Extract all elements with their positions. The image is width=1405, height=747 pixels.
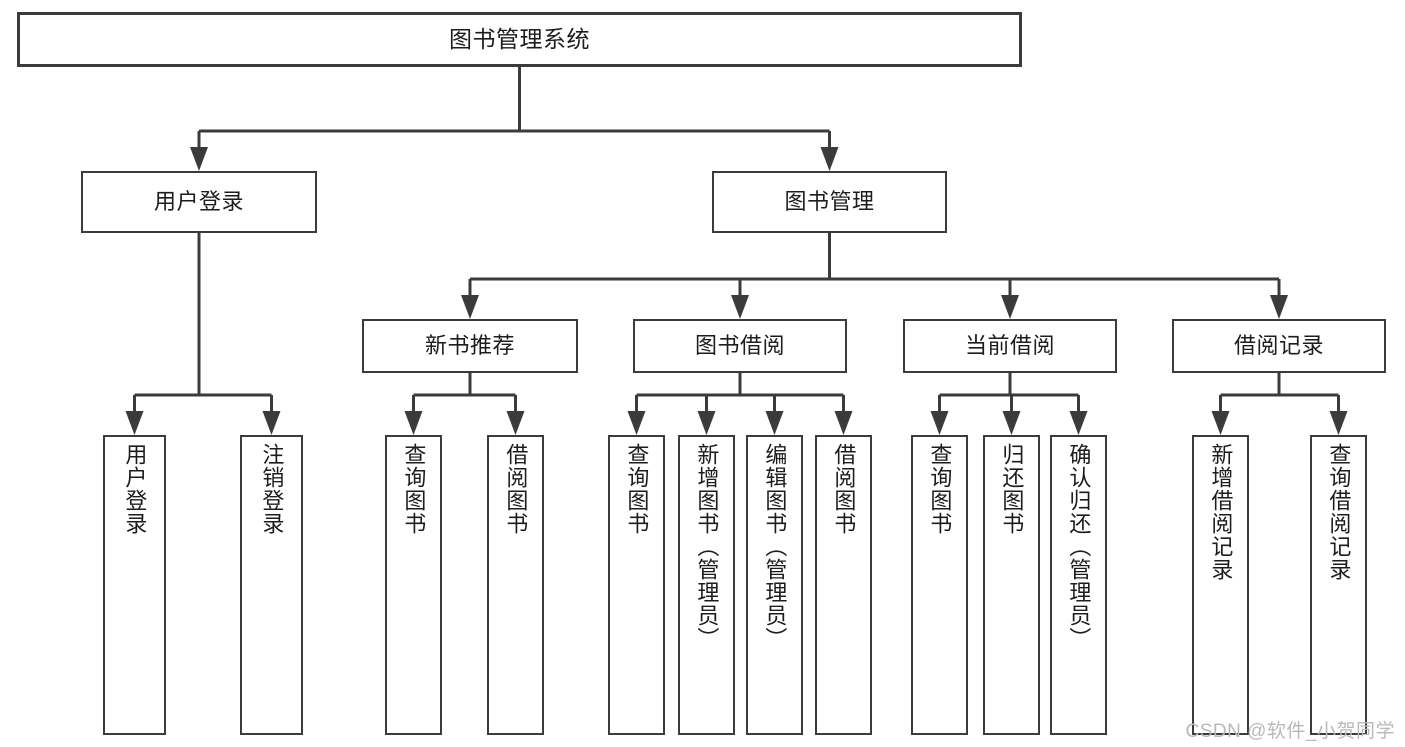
node-label-user-logout: 注销登录 <box>259 443 285 535</box>
node-nb-borrow-book[interactable]: 借阅图书 <box>487 435 544 735</box>
node-label-cb-confirm-return: 确认归还（管理员） <box>1066 443 1092 650</box>
node-label-nb-query-book: 查询图书 <box>401 443 427 535</box>
node-user-login-do[interactable]: 用户登录 <box>103 435 166 735</box>
node-borrow-record[interactable]: 借阅记录 <box>1172 319 1386 373</box>
node-br-add-record[interactable]: 新增借阅记录 <box>1192 435 1249 735</box>
node-label-borrow-record: 借阅记录 <box>1233 332 1324 358</box>
connector-arrowhead <box>404 411 423 435</box>
node-label-current-borrow: 当前借阅 <box>964 332 1055 358</box>
node-label-root: 图书管理系统 <box>449 25 590 52</box>
connector-arrowhead <box>834 411 853 435</box>
connector-arrowhead <box>506 411 525 435</box>
connector-arrowhead <box>262 411 281 435</box>
node-user-login[interactable]: 用户登录 <box>81 171 317 233</box>
node-label-user-login-do: 用户登录 <box>122 443 148 535</box>
node-label-cb-query-book: 查询图书 <box>927 443 953 535</box>
node-bb-edit-book[interactable]: 编辑图书（管理员） <box>746 435 803 735</box>
connector-arrowhead <box>1329 411 1348 435</box>
node-cb-confirm-return[interactable]: 确认归还（管理员） <box>1050 435 1107 735</box>
node-label-book-borrow: 图书借阅 <box>694 332 785 358</box>
node-bb-borrow-book[interactable]: 借阅图书 <box>815 435 872 735</box>
watermark-text: CSDN @软件_小贺同学 <box>1185 721 1395 742</box>
node-label-bb-borrow-book: 借阅图书 <box>831 443 857 535</box>
node-label-bb-query-book: 查询图书 <box>624 443 650 535</box>
connector-arrowhead <box>820 147 839 171</box>
node-current-borrow[interactable]: 当前借阅 <box>903 319 1117 373</box>
node-br-query-record[interactable]: 查询借阅记录 <box>1310 435 1367 735</box>
connector-arrowhead <box>731 295 749 319</box>
node-root[interactable]: 图书管理系统 <box>17 12 1022 67</box>
node-label-br-query-record: 查询借阅记录 <box>1326 443 1352 581</box>
connector-arrowhead <box>1069 411 1088 435</box>
connector-arrowhead <box>461 295 479 319</box>
node-label-br-add-record: 新增借阅记录 <box>1208 443 1234 581</box>
node-new-book-recommend[interactable]: 新书推荐 <box>362 319 578 373</box>
connector-arrowhead <box>125 411 144 435</box>
node-nb-query-book[interactable]: 查询图书 <box>385 435 442 735</box>
node-cb-return-book[interactable]: 归还图书 <box>983 435 1040 735</box>
node-label-new-book-recommend: 新书推荐 <box>424 332 515 358</box>
node-user-logout[interactable]: 注销登录 <box>240 435 303 735</box>
node-label-nb-borrow-book: 借阅图书 <box>503 443 529 535</box>
connector-arrowhead <box>1270 295 1288 319</box>
node-label-cb-return-book: 归还图书 <box>999 443 1025 535</box>
node-book-borrow[interactable]: 图书借阅 <box>633 319 847 373</box>
node-bb-query-book[interactable]: 查询图书 <box>608 435 665 735</box>
connector-arrowhead <box>930 411 949 435</box>
connector-arrowhead <box>1002 411 1021 435</box>
node-label-bb-add-book: 新增图书（管理员） <box>694 443 720 650</box>
node-bb-add-book[interactable]: 新增图书（管理员） <box>678 435 735 735</box>
connector-arrowhead <box>627 411 646 435</box>
node-label-bb-edit-book: 编辑图书（管理员） <box>762 443 788 650</box>
connector-arrowhead <box>697 411 716 435</box>
connector-arrowhead <box>765 411 784 435</box>
connector-arrowhead <box>1211 411 1230 435</box>
connector-arrowhead <box>1001 295 1019 319</box>
node-cb-query-book[interactable]: 查询图书 <box>911 435 968 735</box>
node-book-manage[interactable]: 图书管理 <box>712 171 947 233</box>
node-label-user-login: 用户登录 <box>153 188 244 214</box>
connector-arrowhead <box>190 147 208 171</box>
node-label-book-manage: 图书管理 <box>784 188 875 214</box>
